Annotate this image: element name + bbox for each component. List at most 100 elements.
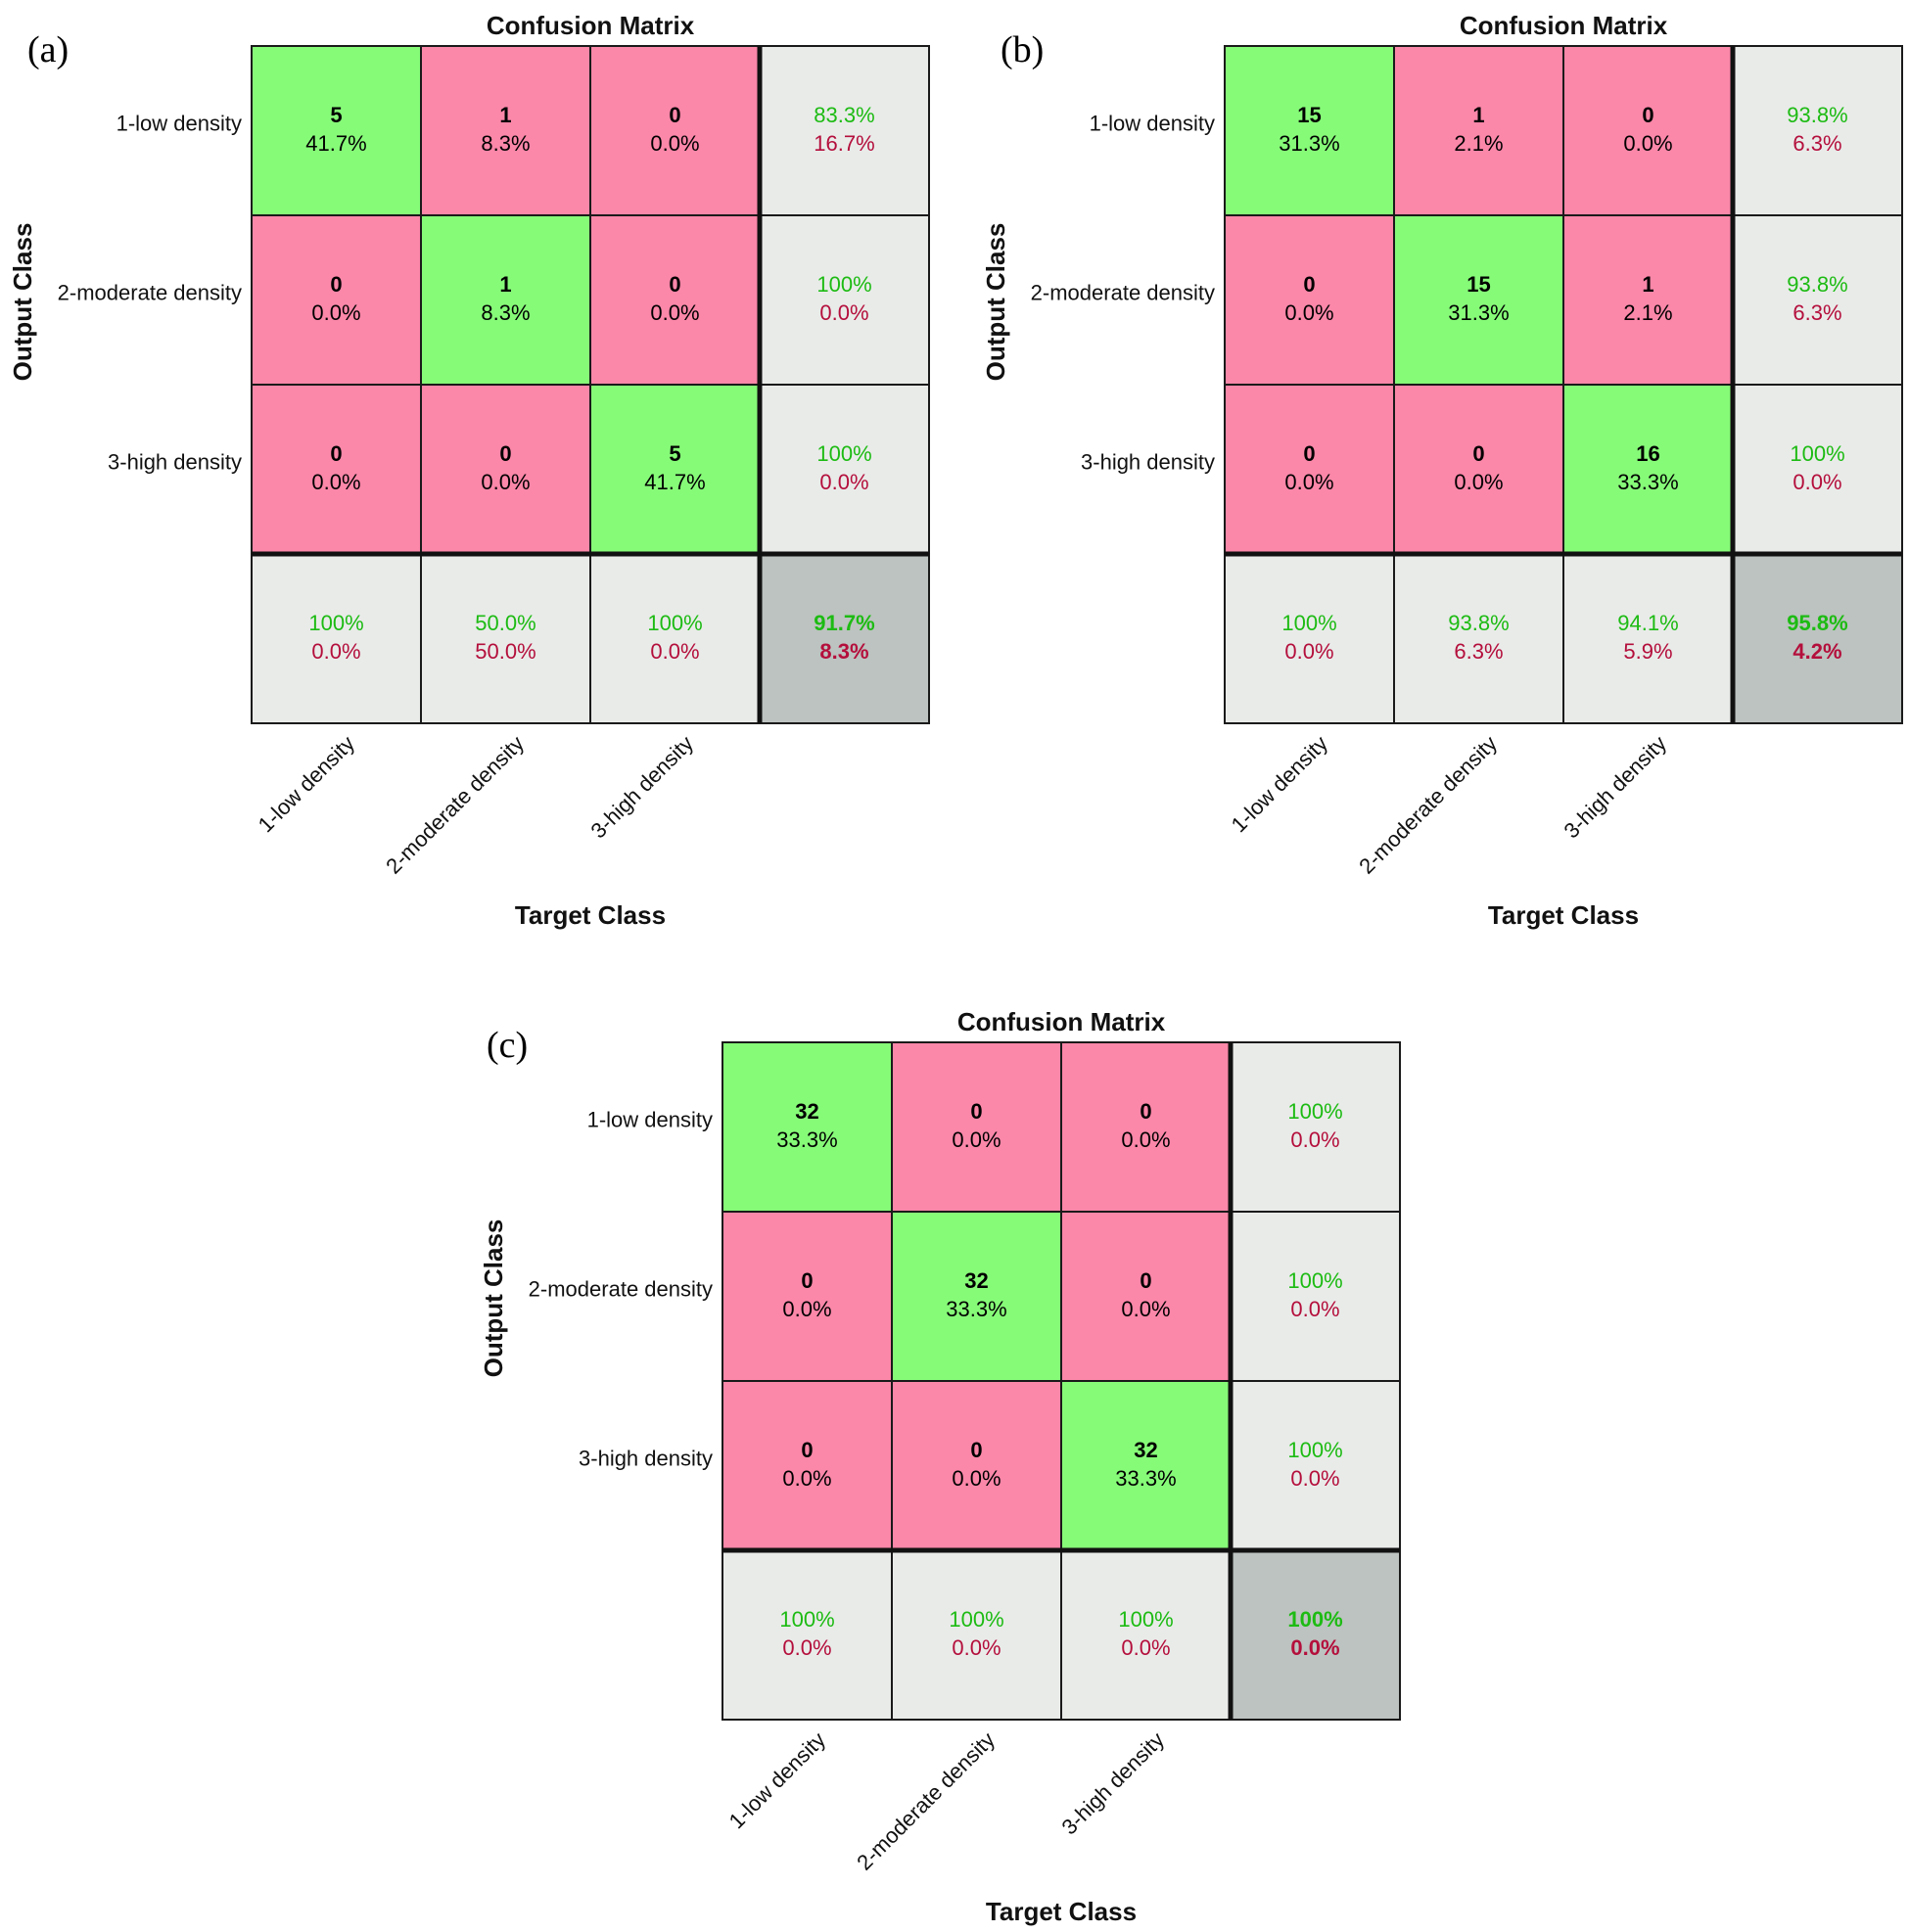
matrix-cell <box>420 45 591 216</box>
matrix-cell-top-label: 1 <box>1472 103 1484 127</box>
overall-accuracy-cell-bottom-label: 0.0% <box>1290 1635 1339 1660</box>
matrix-cell-bottom-label: 0.0% <box>1121 1297 1170 1321</box>
column-summary-cell <box>1060 1549 1232 1721</box>
matrix-cell <box>1060 1380 1232 1551</box>
matrix-cell <box>1393 384 1564 555</box>
matrix-cell-bottom-label: 0.0% <box>311 470 360 494</box>
column-summary-cell-bottom-label: 50.0% <box>475 639 535 664</box>
matrix-cell-bottom-label: 0.0% <box>1454 470 1503 494</box>
matrix-cell-bottom-label: 0.0% <box>650 131 699 156</box>
matrix-cell-bottom-label: 2.1% <box>1623 300 1672 325</box>
matrix-cell-top-label: 5 <box>669 441 680 466</box>
matrix-cell-bottom-label: 0.0% <box>952 1127 1001 1152</box>
matrix-cell <box>1393 45 1564 216</box>
column-summary-cell <box>1393 553 1564 724</box>
row-summary-cell-top-label: 100% <box>816 441 871 466</box>
overall-accuracy-cell <box>759 553 930 724</box>
matrix-cell-top-label: 0 <box>499 441 511 466</box>
column-summary-cell-top-label: 100% <box>1118 1607 1173 1632</box>
chart-title: Confusion Matrix <box>957 1007 1166 1036</box>
overall-accuracy-cell-top-label: 100% <box>1287 1607 1342 1632</box>
row-summary-cell-bottom-label: 6.3% <box>1793 300 1841 325</box>
column-summary-cell-bottom-label: 5.9% <box>1623 639 1672 664</box>
matrix-cell <box>1060 1211 1232 1382</box>
overall-accuracy-cell-bottom-label: 4.2% <box>1793 639 1841 664</box>
row-summary-cell <box>759 45 930 216</box>
matrix-cell-bottom-label: 0.0% <box>1284 300 1333 325</box>
matrix-cell-bottom-label: 33.3% <box>946 1297 1006 1321</box>
matrix-cell <box>1393 214 1564 386</box>
matrix-cell-bottom-label: 0.0% <box>782 1297 831 1321</box>
matrix-cell <box>891 1041 1062 1213</box>
overall-accuracy-cell-top-label: 91.7% <box>814 611 874 635</box>
matrix-cell <box>589 214 761 386</box>
matrix-cell-bottom-label: 0.0% <box>1623 131 1672 156</box>
row-summary-cell-top-label: 100% <box>1287 1268 1342 1293</box>
column-summary-cell-bottom-label: 0.0% <box>1284 639 1333 664</box>
matrix-cell <box>1562 384 1734 555</box>
matrix-cell-top-label: 0 <box>1140 1099 1151 1124</box>
matrix-cell <box>251 384 422 555</box>
matrix-cell-bottom-label: 8.3% <box>481 131 530 156</box>
column-summary-cell-top-label: 100% <box>308 611 363 635</box>
column-summary-cell <box>891 1549 1062 1721</box>
row-summary-cell <box>1230 1211 1401 1382</box>
matrix-cell <box>420 384 591 555</box>
row-summary-cell-bottom-label: 0.0% <box>819 470 868 494</box>
y-tick-label: 3-high density <box>108 450 242 475</box>
column-summary-cell-bottom-label: 0.0% <box>782 1635 831 1660</box>
row-summary-cell-bottom-label: 6.3% <box>1793 131 1841 156</box>
matrix-cell-bottom-label: 41.7% <box>644 470 705 494</box>
row-summary-cell-bottom-label: 0.0% <box>1290 1127 1339 1152</box>
overall-accuracy-cell-top-label: 95.8% <box>1787 611 1847 635</box>
matrix-cell-bottom-label: 2.1% <box>1454 131 1503 156</box>
column-summary-cell <box>420 553 591 724</box>
matrix-cell-bottom-label: 33.3% <box>776 1127 837 1152</box>
y-axis-title: Output Class <box>8 223 37 382</box>
matrix-cell <box>1224 384 1395 555</box>
column-summary-cell-top-label: 93.8% <box>1448 611 1509 635</box>
y-tick-label: 1-low density <box>587 1108 713 1132</box>
y-axis-title: Output Class <box>479 1219 508 1378</box>
column-summary-cell-top-label: 50.0% <box>475 611 535 635</box>
column-summary-cell-top-label: 94.1% <box>1617 611 1678 635</box>
x-axis-title: Target Class <box>515 900 666 930</box>
matrix-cell-bottom-label: 33.3% <box>1617 470 1678 494</box>
row-summary-cell-top-label: 100% <box>1287 1099 1342 1124</box>
matrix-cell-top-label: 32 <box>795 1099 818 1124</box>
matrix-cell-top-label: 0 <box>801 1438 813 1462</box>
column-summary-cell-top-label: 100% <box>1281 611 1336 635</box>
column-summary-cell-top-label: 100% <box>949 1607 1003 1632</box>
matrix-cell <box>891 1380 1062 1551</box>
row-summary-cell <box>1230 1041 1401 1213</box>
y-tick-label: 1-low density <box>1090 112 1215 136</box>
matrix-cell-bottom-label: 0.0% <box>1284 470 1333 494</box>
panel-label: (a) <box>27 29 69 70</box>
row-summary-cell-bottom-label: 16.7% <box>814 131 874 156</box>
y-tick-label: 3-high density <box>1081 450 1215 475</box>
matrix-cell <box>589 384 761 555</box>
matrix-cell <box>891 1211 1062 1382</box>
column-summary-cell-top-label: 100% <box>647 611 702 635</box>
row-summary-cell-bottom-label: 0.0% <box>1793 470 1841 494</box>
matrix-cell-bottom-label: 33.3% <box>1115 1466 1176 1491</box>
matrix-cell-top-label: 1 <box>499 103 511 127</box>
column-summary-cell-bottom-label: 0.0% <box>952 1635 1001 1660</box>
row-summary-cell <box>1732 214 1903 386</box>
row-summary-cell <box>759 214 930 386</box>
row-summary-cell-top-label: 100% <box>1287 1438 1342 1462</box>
y-tick-label: 1-low density <box>116 112 242 136</box>
matrix-cell-top-label: 0 <box>330 441 342 466</box>
row-summary-cell-top-label: 93.8% <box>1787 272 1847 297</box>
column-summary-cell <box>251 553 422 724</box>
matrix-cell <box>722 1380 893 1551</box>
y-tick-label: 2-moderate density <box>1031 281 1215 305</box>
column-summary-cell <box>589 553 761 724</box>
chart-title: Confusion Matrix <box>1460 11 1668 40</box>
overall-accuracy-cell <box>1732 553 1903 724</box>
matrix-cell-top-label: 32 <box>964 1268 988 1293</box>
x-axis-title: Target Class <box>986 1897 1137 1926</box>
row-summary-cell-top-label: 100% <box>816 272 871 297</box>
y-tick-label: 2-moderate density <box>529 1277 713 1302</box>
